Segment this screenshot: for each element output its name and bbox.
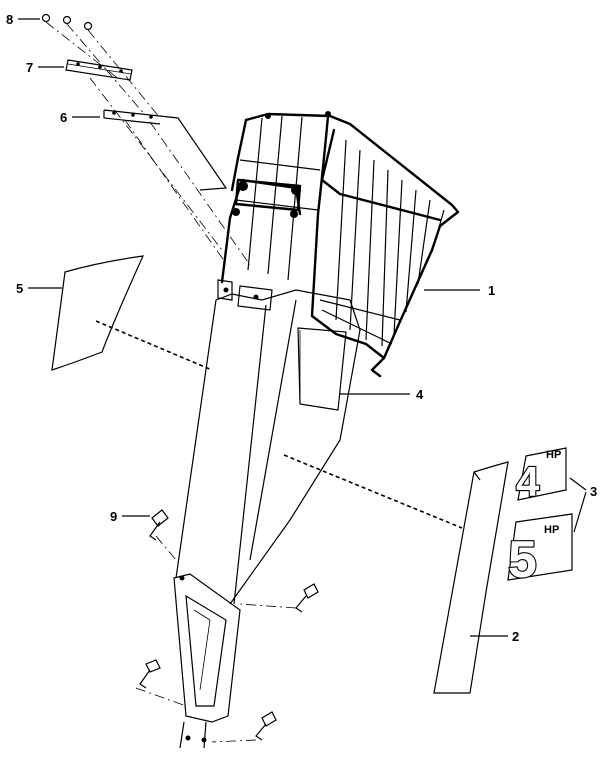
part-2-decal-strip — [433, 461, 509, 694]
callout-4: 4 — [416, 387, 424, 402]
part-7-bracket — [65, 59, 133, 81]
callout-3: 3 — [590, 484, 597, 499]
callout-8: 8 — [6, 12, 13, 27]
decal-4-digit: 4 — [516, 458, 540, 505]
part-5-side-panel — [51, 255, 144, 371]
part-3-hp-decals: 4 HP 5 HP — [507, 447, 573, 590]
discharge-chute — [95, 279, 463, 605]
decal-4-hp-label: HP — [546, 449, 561, 461]
part-9-bolts — [135, 509, 319, 743]
callout-2: 2 — [512, 629, 519, 644]
chute-bottom-bracket — [173, 573, 241, 749]
part-6-plate — [89, 77, 251, 266]
callout-9: 9 — [110, 509, 117, 524]
callout-6: 6 — [60, 110, 67, 125]
leader-lines — [18, 18, 587, 637]
callout-5: 5 — [16, 281, 23, 296]
callout-1: 1 — [488, 283, 495, 298]
decal-5-digit: 5 — [508, 531, 537, 589]
part-8-screws — [41, 13, 161, 119]
callout-labels: 8 7 6 5 1 4 9 2 3 — [6, 12, 597, 644]
part-1-wire-basket — [220, 111, 460, 378]
callout-7: 7 — [26, 60, 33, 75]
decal-5-hp-label: HP — [544, 524, 559, 536]
